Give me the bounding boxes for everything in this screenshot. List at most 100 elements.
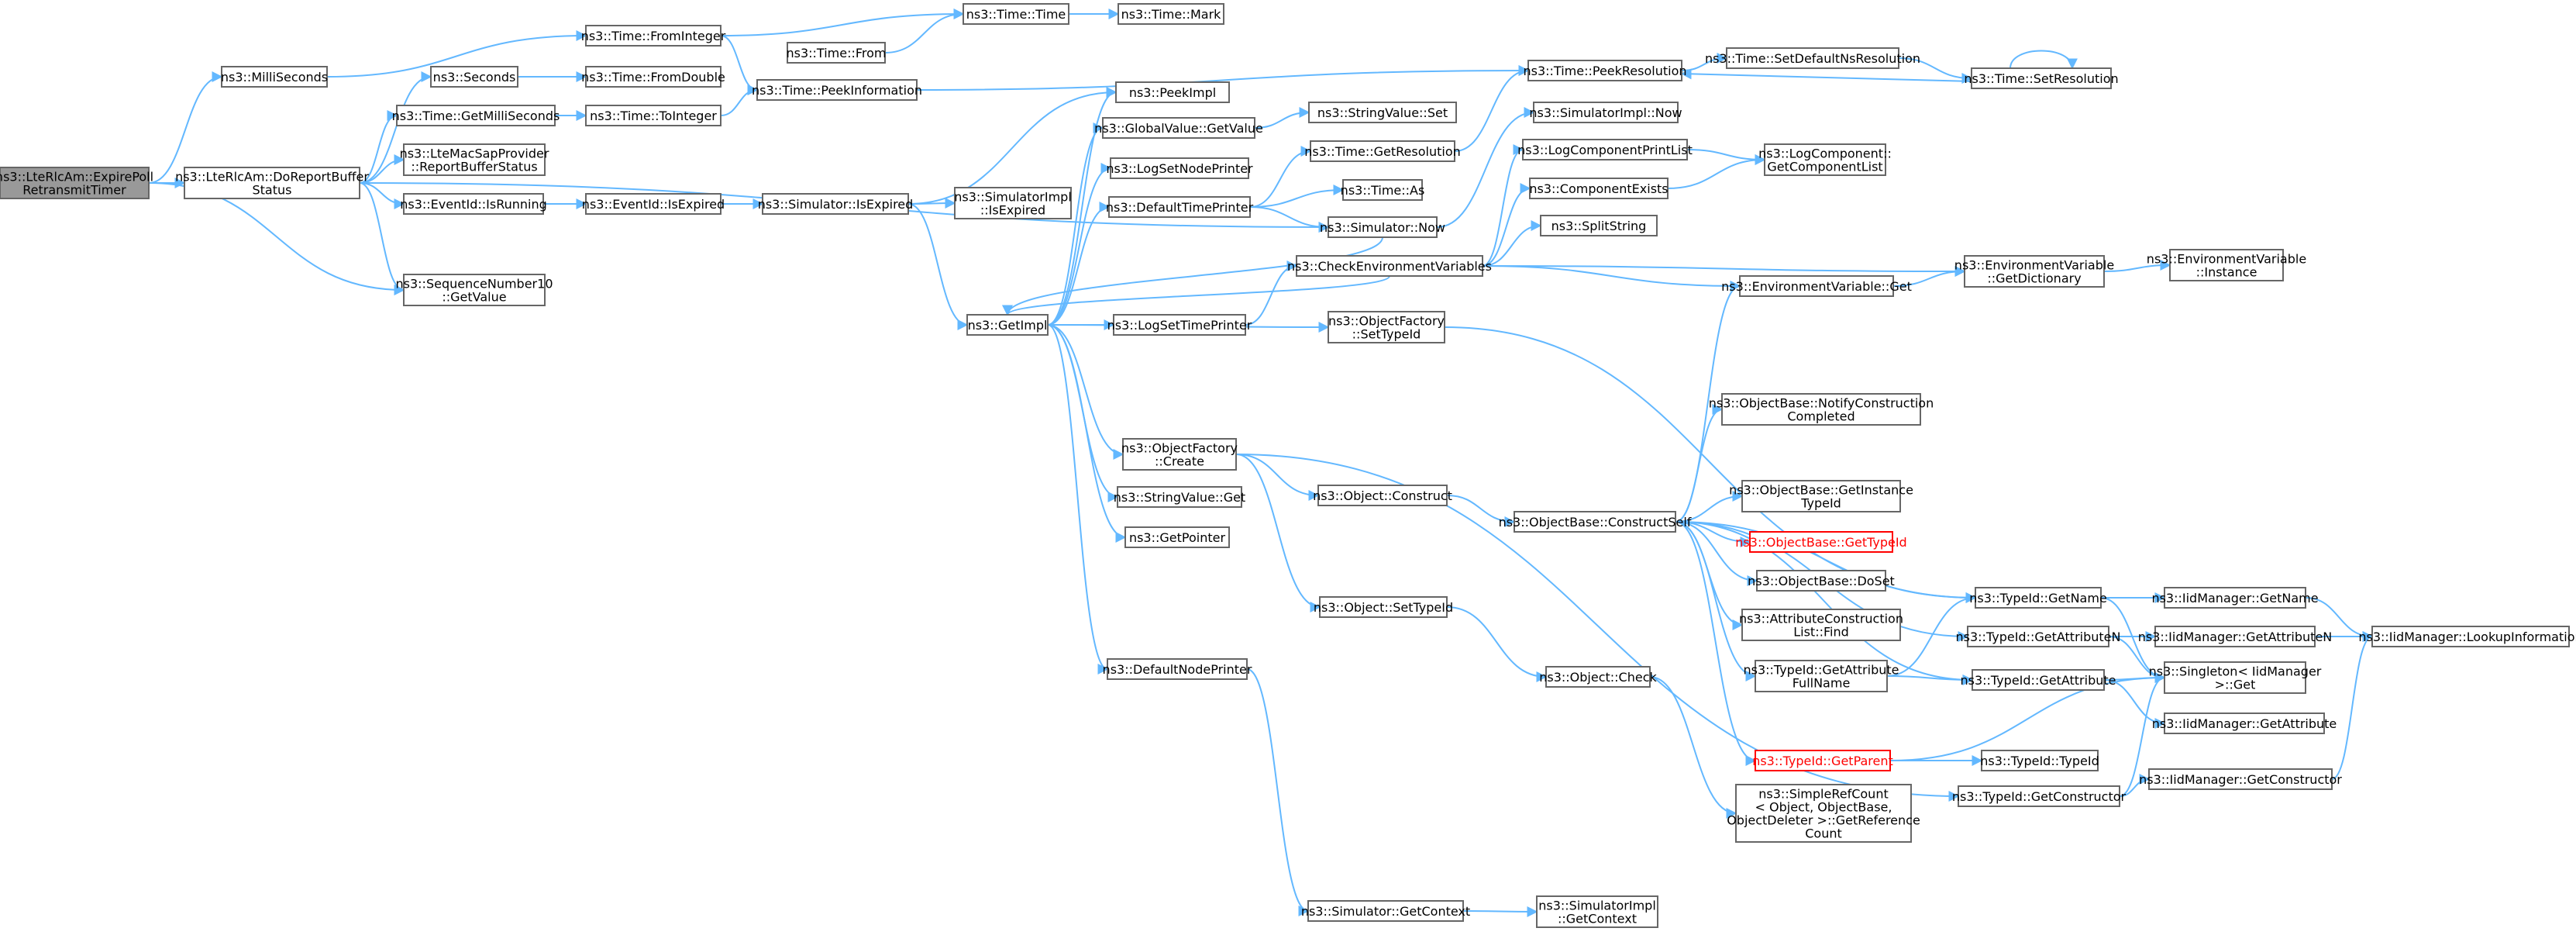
node-simpleref[interactable]: ns3::SimpleRefCount< Object, ObjectBase,… <box>1727 784 1920 843</box>
node-milli[interactable]: ns3::MilliSeconds <box>221 66 328 88</box>
node-box <box>1102 117 1255 139</box>
node-checkenv[interactable]: ns3::CheckEnvironmentVariables <box>1287 255 1492 277</box>
node-logsettime[interactable]: ns3::LogSetTimePrinter <box>1107 314 1252 336</box>
node-envdict[interactable]: ns3::EnvironmentVariable::GetDictionary <box>1954 255 2114 288</box>
node-simnow[interactable]: ns3::Simulator::Now <box>1320 216 1445 238</box>
node-objconstruct[interactable]: ns3::Object::Construct <box>1313 485 1452 506</box>
node-box <box>1721 393 1921 426</box>
node-objcheck[interactable]: ns3::Object::Check <box>1539 666 1658 688</box>
edge-tidgetattrfull-to-tidgetname <box>1886 592 1977 677</box>
node-getmilli[interactable]: ns3::Time::GetMilliSeconds <box>392 105 560 126</box>
node-svset[interactable]: ns3::StringValue::Set <box>1308 102 1457 123</box>
node-box <box>1110 157 1249 179</box>
node-obgettype[interactable]: ns3::ObjectBase::GetTypeId <box>1735 531 1907 553</box>
node-label: ns3::Time::PeekResolution <box>1523 64 1686 78</box>
node-label: ns3::ObjectBase::GetTypeId <box>1735 535 1906 550</box>
node-iidgetattr[interactable]: ns3::IidManager::GetAttribute <box>2152 712 2337 734</box>
node-label: ns3::IidManager::GetAttribute <box>2152 716 2337 731</box>
node-logcompprint[interactable]: ns3::LogComponentPrintList <box>1517 139 1693 160</box>
node-envinst[interactable]: ns3::EnvironmentVariable::Instance <box>2147 249 2306 281</box>
node-label: ::GetDictionary <box>1987 271 2081 286</box>
node-seqnum[interactable]: ns3::SequenceNumber10::GetValue <box>396 274 553 306</box>
node-label: ns3::LteMacSapProvider <box>400 147 549 161</box>
node-singleton[interactable]: ns3::Singleton< IidManager>::Get <box>2149 661 2322 694</box>
node-getimpl[interactable]: ns3::GetImpl <box>966 314 1049 336</box>
edge-obconstructself-to-tidgetattr <box>1675 521 1974 685</box>
node-ltemac[interactable]: ns3::LteMacSapProvider::ReportBufferStat… <box>400 143 549 176</box>
node-evrunning[interactable]: ns3::EventId::IsRunning <box>400 193 547 215</box>
node-logsetnode[interactable]: ns3::LogSetNodePrinter <box>1106 157 1253 179</box>
edge-deftime-to-simnow <box>1249 206 1330 233</box>
node-box <box>1310 140 1455 162</box>
node-peekinfo[interactable]: ns3::Time::PeekInformation <box>752 79 922 101</box>
node-envget[interactable]: ns3::EnvironmentVariable::Get <box>1721 275 1912 297</box>
node-obnotify[interactable]: ns3::ObjectBase::NotifyConstructionCompl… <box>1709 393 1934 426</box>
node-label: ns3::Time::PeekInformation <box>752 83 922 98</box>
edge-doreport-to-seqnum <box>359 182 405 295</box>
node-obconstructself[interactable]: ns3::ObjectBase::ConstructSelf <box>1499 511 1692 533</box>
node-simimplctx[interactable]: ns3::SimulatorImpl::GetContext <box>1536 895 1658 928</box>
node-seconds[interactable]: ns3::Seconds <box>430 66 518 88</box>
node-fromint[interactable]: ns3::Time::FromInteger <box>581 25 726 47</box>
edge-getimpl-to-peekimpl <box>1047 87 1118 326</box>
node-tidgetattr[interactable]: ns3::TypeId::GetAttribute <box>1960 669 2116 691</box>
edge-simnow-to-simimplnow <box>1436 107 1535 228</box>
node-getpointer[interactable]: ns3::GetPointer <box>1124 526 1230 548</box>
node-ofsettype[interactable]: ns3::ObjectFactory::SetTypeId <box>1328 311 1445 343</box>
node-iidgetattrn[interactable]: ns3::IidManager::GetAttributeN <box>2138 626 2333 647</box>
node-box <box>1972 669 2105 691</box>
node-defnode[interactable]: ns3::DefaultNodePrinter <box>1103 658 1252 680</box>
node-simimplnow[interactable]: ns3::SimulatorImpl::Now <box>1529 102 1682 123</box>
node-iidgetctor[interactable]: ns3::IidManager::GetConstructor <box>2139 768 2342 790</box>
node-timetime[interactable]: ns3::Time::Time <box>963 3 1069 25</box>
node-gvget[interactable]: ns3::GlobalValue::GetValue <box>1094 117 1263 139</box>
node-getres[interactable]: ns3::Time::GetResolution <box>1304 140 1461 162</box>
node-tidtypeid[interactable]: ns3::TypeId::TypeId <box>1980 750 2099 771</box>
edge-getimpl-to-gvget <box>1047 122 1104 326</box>
node-setres[interactable]: ns3::Time::SetResolution <box>1964 67 2119 89</box>
node-label: ::ReportBufferStatus <box>411 160 537 174</box>
node-deftime[interactable]: ns3::DefaultTimePrinter <box>1106 196 1254 218</box>
node-tidgetctor[interactable]: ns3::TypeId::GetConstructor <box>1952 785 2127 807</box>
node-simimplexpired[interactable]: ns3::SimulatorImpl::IsExpired <box>954 187 1072 219</box>
edge-setdefres-to-setres <box>1898 57 1973 84</box>
node-tidgetattrn[interactable]: ns3::TypeId::GetAttributeN <box>1956 626 2121 647</box>
node-svget[interactable]: ns3::StringValue::Get <box>1114 486 1245 508</box>
node-label: ns3::ObjectBase::DoSet <box>1748 574 1895 588</box>
node-fromdouble[interactable]: ns3::Time::FromDouble <box>581 66 725 88</box>
node-timefrom[interactable]: ns3::Time::From <box>786 42 887 64</box>
node-splitstring[interactable]: ns3::SplitString <box>1540 215 1658 236</box>
node-box <box>396 105 556 126</box>
edge-doreport-to-getmilli <box>359 110 398 184</box>
edge-checkenv-to-logcompprint <box>1482 144 1524 267</box>
node-peekimpl[interactable]: ns3::PeekImpl <box>1115 81 1230 103</box>
node-tidgetparent[interactable]: ns3::TypeId::GetParent <box>1752 750 1893 771</box>
node-timemark[interactable]: ns3::Time::Mark <box>1118 3 1224 25</box>
node-iidlookup[interactable]: ns3::IidManager::LookupInformation <box>2358 626 2576 647</box>
node-logcompget[interactable]: ns3::LogComponent::GetComponentList <box>1758 143 1892 176</box>
node-label: ns3::TypeId::GetName <box>1969 591 2107 606</box>
node-objsettype[interactable]: ns3::Object::SetTypeId <box>1314 596 1453 618</box>
node-peekres[interactable]: ns3::Time::PeekResolution <box>1523 60 1687 81</box>
node-obdoset[interactable]: ns3::ObjectBase::DoSet <box>1748 570 1895 592</box>
node-label: ns3::ComponentExists <box>1529 181 1668 196</box>
node-compexists[interactable]: ns3::ComponentExists <box>1529 178 1669 199</box>
node-label: ObjectDeleter >::GetReference <box>1727 813 1920 828</box>
node-label: TypeId <box>1800 496 1841 511</box>
node-iidgetname[interactable]: ns3::IidManager::GetName <box>2151 587 2319 609</box>
node-timeas[interactable]: ns3::Time::As <box>1341 179 1425 201</box>
node-box <box>1967 626 2109 647</box>
node-simgetctx[interactable]: ns3::Simulator::GetContext <box>1301 900 1470 922</box>
node-evexpired[interactable]: ns3::EventId::IsExpired <box>582 193 725 215</box>
node-tointeger[interactable]: ns3::Time::ToInteger <box>585 105 721 126</box>
node-simexpired[interactable]: ns3::Simulator::IsExpired <box>758 193 914 215</box>
node-tidgetname[interactable]: ns3::TypeId::GetName <box>1969 587 2107 609</box>
node-ofcreate[interactable]: ns3::ObjectFactory::Create <box>1121 438 1238 471</box>
node-setdefres[interactable]: ns3::Time::SetDefaultNsResolution <box>1705 47 1920 69</box>
edge-setres-to-peekres <box>1680 68 1972 82</box>
